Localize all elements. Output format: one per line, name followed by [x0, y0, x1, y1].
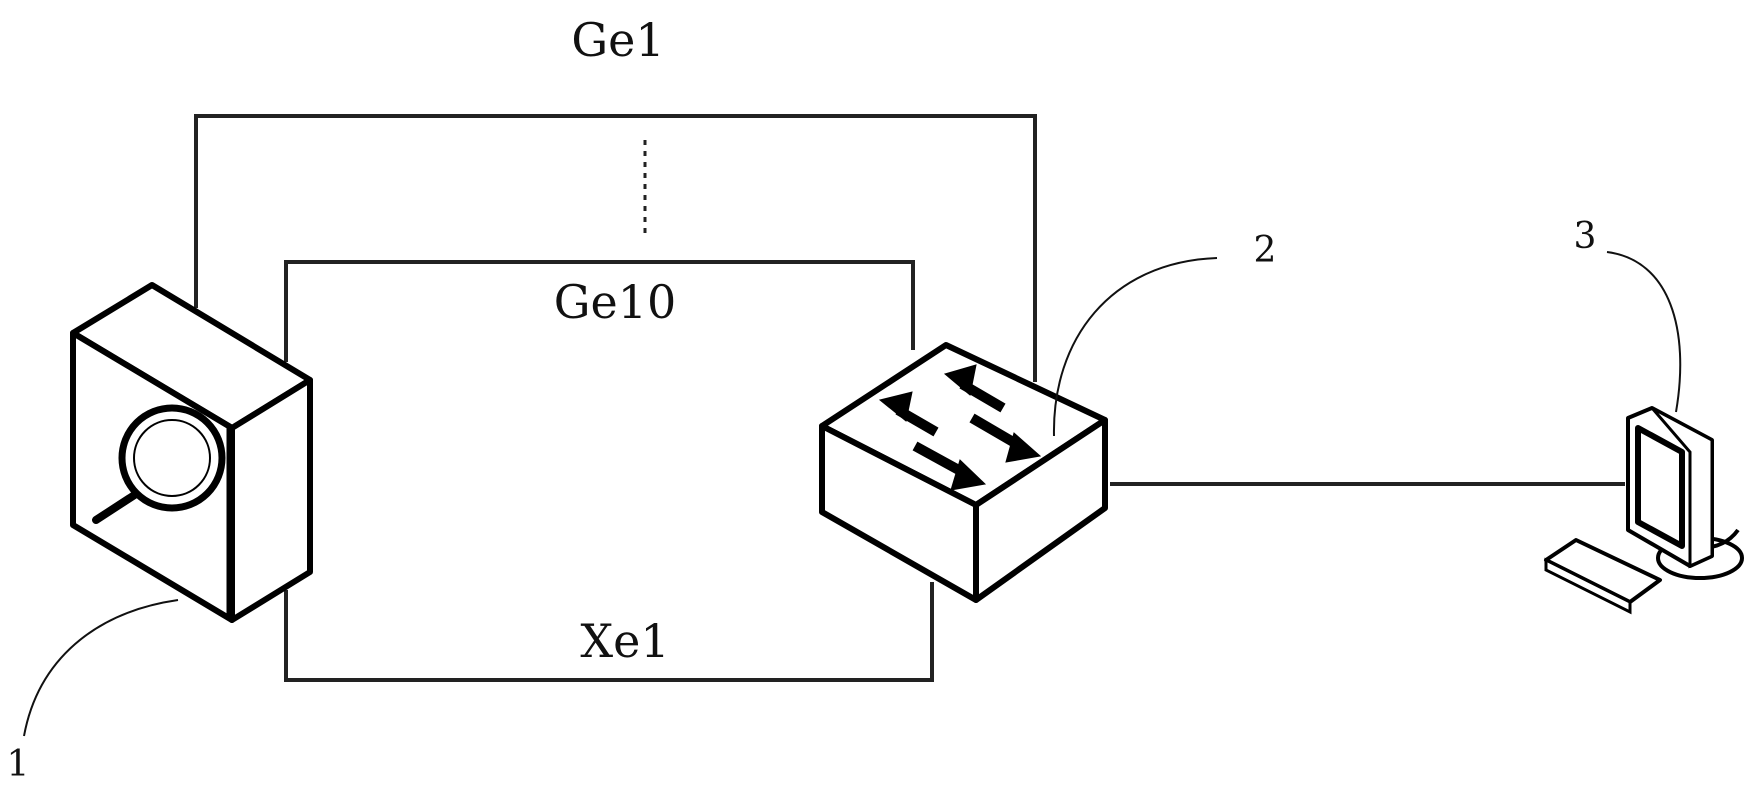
callout-1: 1	[7, 744, 30, 785]
callout-leader-3	[1607, 252, 1680, 412]
computer-monitor-icon	[1546, 408, 1742, 612]
terminal-device	[1546, 408, 1742, 612]
analyzer-device	[73, 285, 310, 620]
callout-2: 2	[1254, 230, 1277, 271]
ge10-label: Ge10	[554, 275, 677, 329]
xe1-label: Xe1	[580, 614, 669, 668]
callout-leader-1	[24, 600, 178, 736]
callout-3: 3	[1574, 216, 1597, 257]
link-ge1	[196, 116, 1035, 382]
switch-device	[822, 345, 1105, 600]
ge1-label: Ge1	[571, 13, 664, 67]
